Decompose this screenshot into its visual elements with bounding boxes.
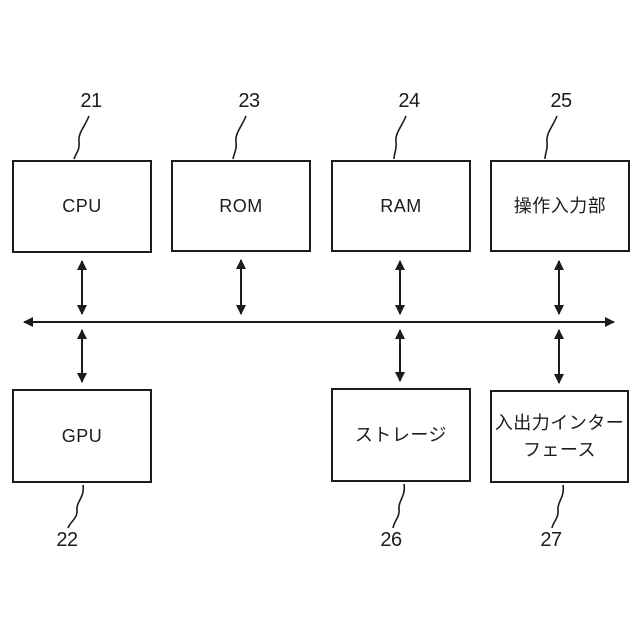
block-ram: RAM — [331, 160, 471, 252]
leader-25 — [544, 115, 558, 160]
block-gpu-label: GPU — [61, 425, 103, 446]
ref-num-27: 27 — [540, 529, 562, 551]
block-storage-label: ストレージ — [354, 424, 448, 445]
block-cpu-label: CPU — [62, 196, 102, 217]
block-rom: ROM — [171, 160, 311, 252]
block-storage: ストレージ — [331, 388, 471, 482]
block-ram-label: RAM — [380, 195, 422, 216]
block-cpu: CPU — [12, 160, 152, 253]
block-io-interface: 入出力インター フェース — [490, 390, 629, 483]
ref-num-26: 26 — [380, 529, 402, 551]
leader-24 — [393, 115, 407, 160]
leader-23 — [232, 115, 247, 160]
leader-21 — [73, 115, 90, 160]
ref-num-23: 23 — [238, 90, 260, 112]
block-operation-input: 操作入力部 — [490, 160, 630, 252]
ref-num-25: 25 — [550, 90, 572, 112]
ref-num-22: 22 — [56, 529, 78, 551]
block-gpu: GPU — [12, 389, 152, 483]
ref-num-24: 24 — [398, 90, 420, 112]
leader-27 — [551, 484, 565, 529]
block-rom-label: ROM — [219, 195, 263, 216]
leader-22 — [67, 484, 85, 529]
block-operation-input-label: 操作入力部 — [513, 195, 607, 216]
leader-26 — [392, 483, 406, 529]
block-io-interface-label: 入出力インター フェース — [494, 413, 625, 460]
ref-num-21: 21 — [80, 90, 102, 112]
